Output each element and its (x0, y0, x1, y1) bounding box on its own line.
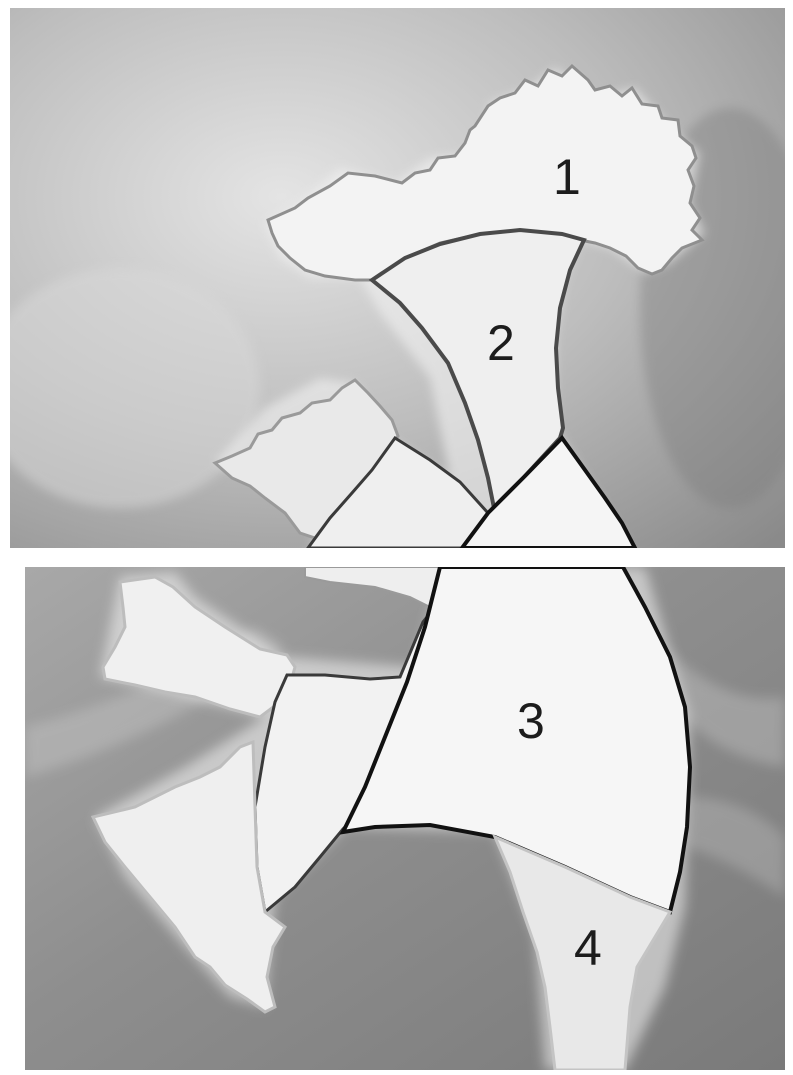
top-panel-image: 1 2 (10, 8, 785, 548)
region-1-label: 1 (553, 149, 581, 205)
bottom-panel: 3 4 (25, 567, 785, 1070)
bottom-panel-image: 3 4 (25, 567, 785, 1070)
region-3-label: 3 (517, 693, 545, 749)
top-panel: 1 2 (10, 8, 785, 548)
region-4-label: 4 (574, 920, 602, 976)
region-2-label: 2 (487, 315, 515, 371)
